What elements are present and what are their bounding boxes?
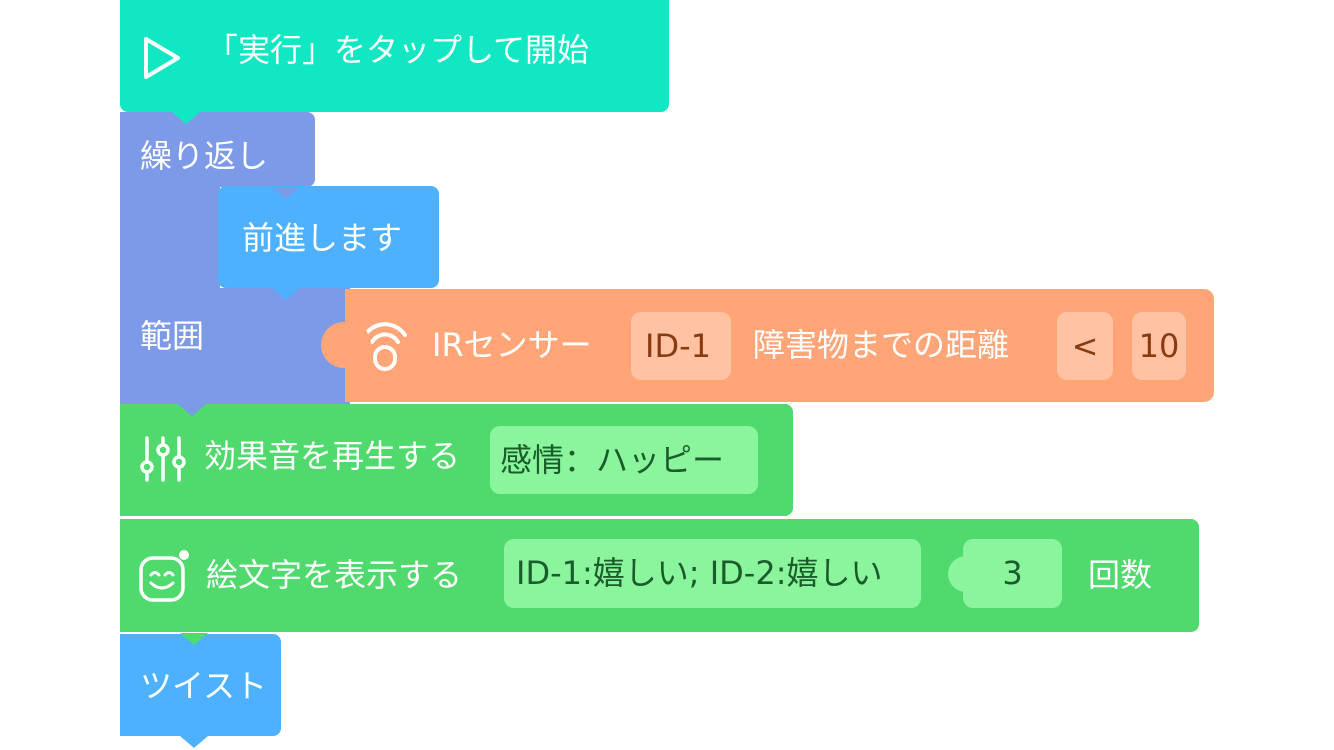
twist-notch: [180, 736, 208, 748]
repeat-block-notch: [272, 187, 300, 199]
sensor-id-dropdown[interactable]: ID-1: [631, 312, 731, 380]
smiley-robot-icon: [139, 550, 189, 602]
count-connector: [948, 556, 984, 592]
show-emoji-block[interactable]: 絵文字を表示する ID-1:嬉しい; ID-2:嬉しい 3 回数: [120, 519, 1199, 632]
ir-sensor-label: IRセンサー: [432, 326, 592, 364]
twist-block[interactable]: ツイスト: [120, 634, 281, 736]
move-forward-block[interactable]: 前進します: [218, 186, 439, 288]
start-block-label: 「実行」をタップして開始: [206, 31, 590, 69]
emoji-count-suffix: 回数: [1088, 556, 1153, 594]
sound-dropdown[interactable]: 感情：ハッピー: [490, 426, 758, 494]
play-sound-notch: [178, 519, 206, 531]
ir-sensor-icon: [363, 322, 407, 371]
ir-sensor-block[interactable]: IRセンサー ID-1 障害物までの距離 < 10: [345, 289, 1214, 402]
play-sound-label: 効果音を再生する: [204, 437, 461, 475]
repeat-block-range-label: 範囲: [140, 317, 205, 355]
move-forward-label: 前進します: [242, 219, 403, 257]
start-block-notch: [172, 112, 200, 124]
distance-value-input[interactable]: 10: [1132, 312, 1186, 380]
move-forward-notch: [272, 288, 300, 300]
repeat-block-label: 繰り返し: [140, 137, 269, 175]
start-block[interactable]: 「実行」をタップして開始: [120, 0, 669, 112]
repeat-block[interactable]: 繰り返し: [120, 112, 315, 187]
ir-sensor-connector: [321, 322, 371, 368]
repeat-block-arm: [120, 187, 220, 404]
repeat-range-notch: [178, 404, 206, 416]
play-icon: [144, 37, 180, 79]
operator-dropdown[interactable]: <: [1057, 312, 1113, 380]
twist-label: ツイスト: [140, 667, 268, 705]
equalizer-icon: [140, 436, 186, 482]
emoji-dropdown[interactable]: ID-1:嬉しい; ID-2:嬉しい: [504, 539, 921, 608]
show-emoji-notch: [180, 633, 208, 645]
play-sound-block[interactable]: 効果音を再生する 感情：ハッピー: [120, 404, 793, 516]
show-emoji-label: 絵文字を表示する: [206, 556, 463, 594]
distance-label: 障害物までの距離: [753, 326, 1010, 364]
